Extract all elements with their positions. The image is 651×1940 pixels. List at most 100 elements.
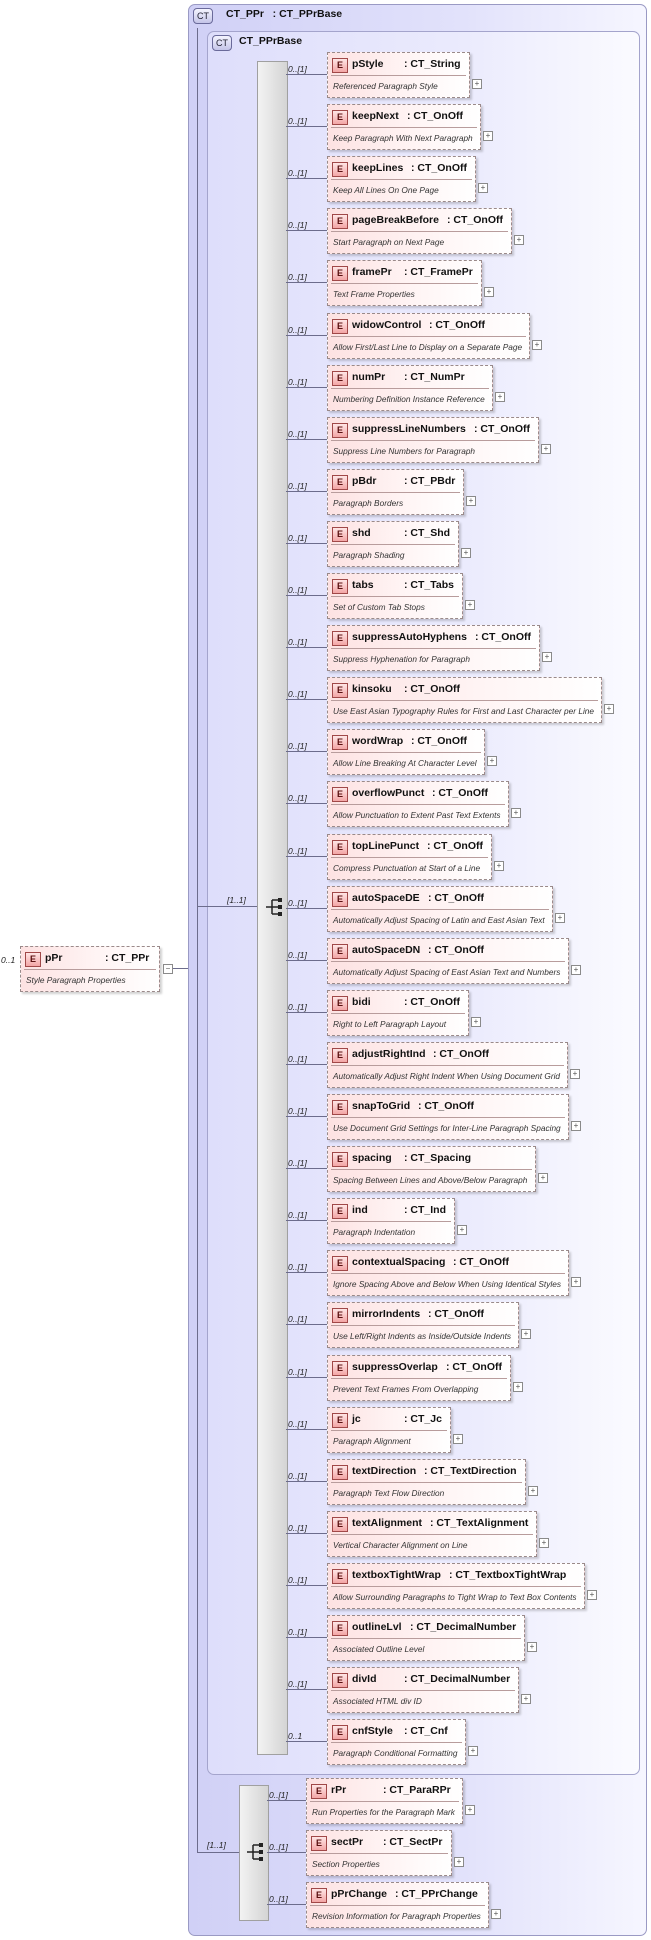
- expand-icon[interactable]: +: [539, 1537, 549, 1548]
- expand-icon[interactable]: +: [514, 235, 524, 246]
- expand-icon[interactable]: +: [453, 1433, 463, 1444]
- expand-icon[interactable]: +: [471, 1016, 481, 1027]
- expand-icon[interactable]: +: [495, 391, 505, 402]
- expand-icon[interactable]: +: [465, 1805, 475, 1815]
- element-type: : CT_OnOff: [453, 1256, 509, 1269]
- expand-icon[interactable]: +: [461, 547, 471, 558]
- root-element-pPr[interactable]: E pPr : CT_PPr Style Paragraph Propertie…: [20, 946, 160, 992]
- element-name: outlineLvl: [352, 1621, 402, 1633]
- element-cardinality: 0..[1]: [288, 532, 307, 543]
- expand-icon[interactable]: +: [478, 183, 488, 194]
- element-cardinality: 0..[1]: [288, 1627, 307, 1637]
- expand-icon[interactable]: +: [521, 1329, 531, 1340]
- element-type: : CT_Ind: [404, 1204, 446, 1217]
- expand-icon[interactable]: +: [472, 79, 482, 89]
- expand-icon[interactable]: +: [555, 912, 565, 923]
- expand-icon[interactable]: +: [571, 1121, 581, 1131]
- separator: [331, 127, 477, 129]
- element-cardinality: 0..[1]: [269, 1790, 288, 1800]
- element-type: : CT_Cnf: [404, 1725, 448, 1738]
- expand-icon[interactable]: +: [466, 495, 476, 506]
- expand-icon[interactable]: +: [570, 1068, 580, 1079]
- expand-icon[interactable]: +: [527, 1642, 537, 1652]
- expand-icon[interactable]: +: [511, 808, 521, 819]
- expand-icon[interactable]: −: [163, 964, 173, 974]
- element-type: : CT_DecimalNumber: [410, 1621, 517, 1633]
- expand-icon[interactable]: +: [513, 1381, 523, 1392]
- element-type: : CT_OnOff: [447, 214, 503, 227]
- expand-icon[interactable]: +: [571, 1277, 581, 1288]
- expand-icon[interactable]: +: [587, 1589, 597, 1600]
- expand-icon[interactable]: +: [465, 600, 475, 610]
- element-description: Ignore Spacing Above and Below When Usin…: [333, 1279, 561, 1290]
- connector-line: [286, 74, 327, 75]
- element-cardinality: 0..[1]: [288, 793, 307, 804]
- element-icon: E: [332, 526, 348, 542]
- element-cardinality: 0..[1]: [288, 1262, 307, 1273]
- element-name: rPr: [331, 1784, 347, 1796]
- connector-line: [286, 438, 327, 440]
- expand-icon[interactable]: +: [521, 1694, 531, 1705]
- expand-icon[interactable]: +: [571, 964, 581, 975]
- element-icon: E: [332, 474, 348, 490]
- expand-icon[interactable]: +: [528, 1485, 538, 1496]
- expand-icon[interactable]: +: [538, 1173, 548, 1184]
- expand-icon[interactable]: +: [487, 756, 497, 767]
- element-description: Associated Outline Level: [333, 1644, 425, 1654]
- element-description: Automatically Adjust Right Indent When U…: [333, 1070, 561, 1081]
- element-name: overflowPunct: [352, 787, 425, 800]
- expand-icon[interactable]: +: [483, 131, 493, 142]
- separator: [331, 1429, 447, 1431]
- element-name: autoSpaceDN: [352, 943, 421, 956]
- expand-icon[interactable]: +: [542, 652, 552, 663]
- element-type: : CT_OnOff: [427, 839, 483, 852]
- expand-icon[interactable]: +: [532, 339, 542, 350]
- expand-icon[interactable]: +: [604, 704, 614, 715]
- expand-icon[interactable]: +: [494, 860, 504, 871]
- expand-icon[interactable]: +: [457, 1225, 467, 1236]
- expand-icon[interactable]: +: [491, 1909, 501, 1919]
- expand-icon[interactable]: +: [454, 1857, 464, 1867]
- element-type: : CT_ParaRPr: [383, 1784, 451, 1796]
- expand-icon[interactable]: +: [468, 1746, 478, 1757]
- expand-icon[interactable]: +: [484, 287, 494, 298]
- expand-icon[interactable]: +: [541, 443, 551, 454]
- element-icon: E: [332, 1047, 348, 1063]
